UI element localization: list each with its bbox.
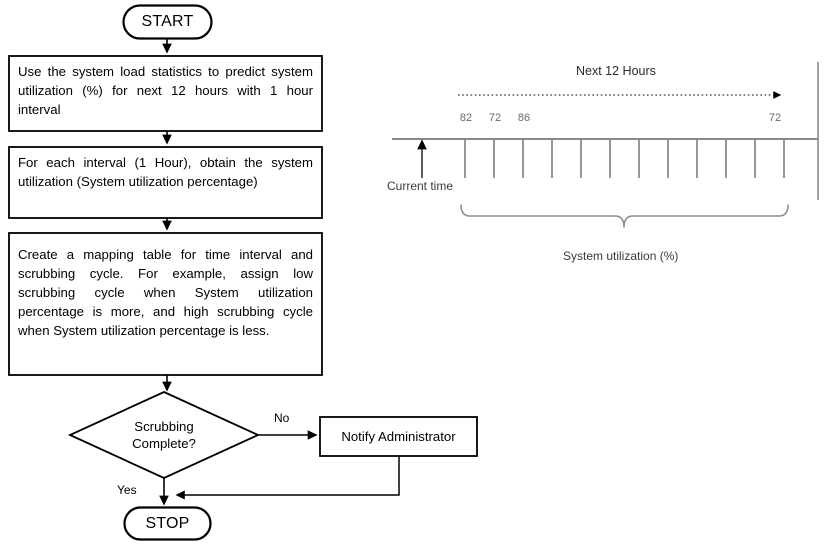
brace-caption-label: System utilization (%) [563,249,679,263]
timeline-title: Next 12 Hours [576,64,656,78]
stop-terminator-shape [123,506,212,541]
tick-value-2: 72 [488,112,502,124]
timeline-ticks [464,140,785,178]
notify-box-shape [319,416,478,457]
decision-diamond-shape [67,391,261,479]
step1-box-shape [8,55,323,132]
timeline-brace [460,204,789,228]
tick-value-3: 86 [517,112,531,124]
step1-label: Use the system load statistics to predic… [18,64,313,117]
edge-label-no: No [274,411,290,425]
step2-box-shape [8,146,323,219]
start-terminator-shape [122,4,213,40]
tick-value-1: 82 [459,112,473,124]
current-time-label: Current time [387,179,454,193]
step3-box-shape [8,232,323,376]
tick-value-12: 72 [768,112,782,124]
step2-label: For each interval (1 Hour), obtain the s… [18,155,313,189]
edge-notify-return-path [175,456,400,500]
step3-label: Create a mapping table for time interval… [18,247,313,338]
edge-label-yes: Yes [117,483,137,497]
